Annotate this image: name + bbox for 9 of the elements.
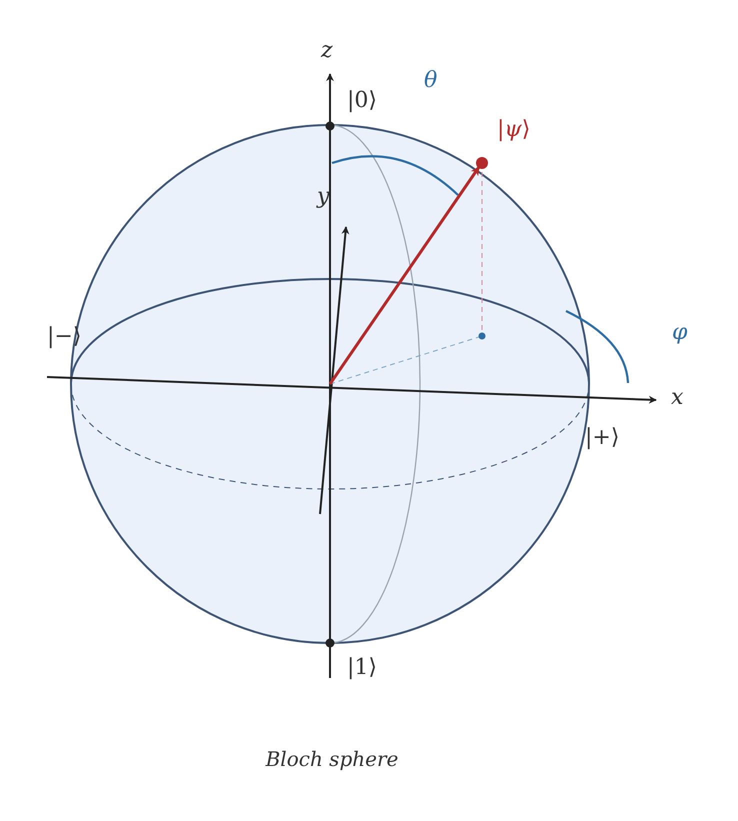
state-label: |0⟩: [347, 90, 377, 112]
axis-label: x: [671, 387, 684, 409]
state-label: |+⟩: [585, 427, 620, 449]
caption: Bloch sphere: [266, 747, 398, 771]
state-label: |ψ⟩: [497, 119, 530, 141]
angle-label: θ: [424, 70, 438, 92]
angle-label: φ: [672, 322, 688, 344]
state-label: |1⟩: [347, 657, 377, 679]
axis-label: z: [321, 40, 333, 62]
